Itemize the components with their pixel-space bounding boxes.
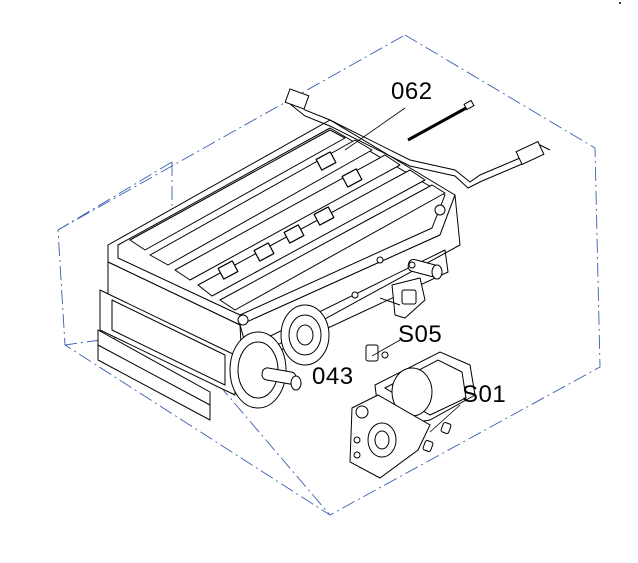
callout-s01: S01 <box>462 381 507 408</box>
callout-s05: S05 <box>398 321 443 348</box>
front-pulley <box>229 331 302 409</box>
cable-harness <box>284 88 551 189</box>
callout-043: 043 <box>312 363 354 390</box>
corner-mark <box>619 2 621 4</box>
screws <box>422 421 452 453</box>
sensor-bracket <box>379 277 426 319</box>
main-gear <box>280 304 330 366</box>
rollers <box>129 129 446 311</box>
drive-shaft-right <box>407 258 443 280</box>
callout-062: 062 <box>391 78 433 105</box>
frame-screws <box>237 204 446 326</box>
cable-tie <box>407 99 475 142</box>
motor-cover <box>349 351 476 479</box>
pressure-pads <box>217 151 363 280</box>
leader-lines <box>344 107 461 433</box>
lower-tray <box>99 289 236 396</box>
drive-unit-assembly <box>97 119 461 421</box>
small-sensor <box>365 344 389 362</box>
